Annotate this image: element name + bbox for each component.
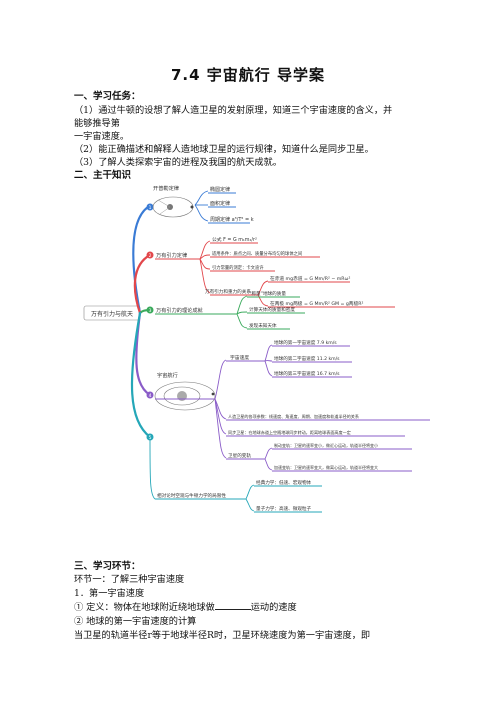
theory-item-1: “称量”地球的质量 — [249, 290, 286, 297]
section-heading-steps: 三、学习环节： — [74, 561, 141, 572]
sync-satellite: 同步卫星：在地球赤道上空随地球同步转动，距离地球表面高度一定 — [228, 429, 351, 435]
space-number-badge — [146, 391, 154, 399]
branch-line-kepler — [132, 205, 150, 315]
orbit-change-up: 加速变轨：卫星的速率变大，做离心运动，轨道半径将变大 — [274, 464, 378, 470]
orbit-parameters: 人造卫星的各项参数：线速度、角速度、周期、加速度和轨道半径的关系 — [228, 413, 359, 419]
mindmap-root-label: 万有引力与航天 — [91, 310, 133, 318]
definition-text-before: ① 定义：物体在地球附近绕地球做 — [74, 602, 215, 613]
gravitation-relation: 万有引力和重力的关系 — [205, 288, 251, 295]
task-line-1: （1）通过牛顿的设想了解人造卫星的发射原理，知道三个宇宙速度的含义，并 — [74, 105, 393, 116]
relativity-label: 相对论时空观与牛顿力学的局限性 — [157, 492, 226, 499]
svg-text:4: 4 — [149, 393, 152, 399]
third-cosmic-speed: 地球的第三宇宙速度 16.7 km/s — [274, 370, 340, 377]
speed-label: 宇宙速度 — [230, 354, 249, 361]
gravitation-scope: 适用条件：质点之间、质量分布均匀的球体之间 — [212, 250, 302, 257]
kepler-law-3: 周期定律 a³/T² = k — [210, 216, 254, 223]
section-heading-tasks: 一、学习任务： — [74, 91, 141, 102]
last-line: 当卫星的轨道半径r等于地球半径R时，卫星环绕速度为第一宇宙速度，即 — [74, 630, 371, 641]
svg-text:2: 2 — [149, 253, 152, 259]
page-title: 7.4 宇宙航行 导学案 — [170, 66, 326, 84]
gravitation-number-badge — [146, 251, 154, 259]
kepler-orbit-figure — [152, 196, 194, 218]
task-line-5: （3）了解人类探索宇宙的进程及我国的航天成就。 — [74, 157, 282, 168]
space-label: 宇宙航行 — [157, 371, 178, 379]
branch-line-gravitation — [133, 253, 152, 315]
kepler-label: 开普勒定律 — [153, 184, 179, 192]
section-heading-knowledge: 二、主干知识 — [74, 170, 132, 181]
kepler-number-badge — [146, 203, 154, 211]
theory-item-2: 计算天体的质量和密度 — [249, 306, 295, 313]
theory-number-badge — [146, 306, 154, 314]
svg-text:1: 1 — [149, 205, 152, 211]
gravitation-poles: 在两极 mg两极 = G Mm/R² GM = g两极R² — [270, 300, 364, 307]
svg-text:5: 5 — [149, 435, 152, 441]
definition-line: ① 定义：物体在地球附近绕地球做 运动的速度 — [74, 599, 297, 613]
definition-text-after: 运动的速度 — [250, 602, 297, 613]
kepler-law-1: 椭圆定律 — [210, 186, 230, 193]
task-line-2: 能够推导第 — [74, 118, 120, 129]
theory-label: 万有引力的理论成就 — [156, 306, 204, 314]
classical-mechanics: 经典力学：低速、宏观物体 — [256, 479, 312, 486]
orbit-change-down: 制动变轨：卫星的速率变小，做近心运动，轨道半径将变小 — [274, 442, 378, 448]
satellite-orbit-figure — [154, 381, 216, 411]
branch-line-relativity — [130, 311, 152, 439]
orbit-change-label: 卫星的变轨 — [228, 452, 251, 459]
theory-item-3: 发现未知天体 — [249, 322, 277, 329]
gravitation-equator: 在赤道 mg赤道 = G Mm/R² − mRω² — [270, 275, 350, 282]
gravitation-constant: 引力常量的测定：卡文迪许 — [212, 264, 264, 271]
step-item-1: 1．第一宇宙速度 — [74, 588, 145, 599]
kepler-law-2: 面积定律 — [210, 200, 230, 207]
quantum-mechanics: 量子力学：高速、微观粒子 — [256, 505, 312, 512]
svg-text:3: 3 — [149, 308, 152, 314]
definition-blank[interactable] — [214, 601, 251, 610]
relativity-number-badge — [146, 433, 154, 441]
step-intro: 环节一：了解三种宇宙速度 — [74, 574, 185, 585]
calculation-line: ② 地球的第一宇宙速度的计算 — [74, 616, 197, 627]
second-cosmic-speed: 地球的第二宇宙速度 11.2 km/s — [274, 355, 340, 362]
first-cosmic-speed: 地球的第一宇宙速度 7.9 km/s — [274, 339, 337, 346]
task-line-4: （2）能正确描述和解释人造地球卫星的运行规律，知道什么是同步卫星。 — [74, 144, 374, 155]
gravitation-formula: 公式 F = G m₁m₂/r² — [212, 236, 257, 243]
gravitation-label: 万有引力定律 — [156, 251, 187, 259]
task-line-3: 一宇宙速度。 — [74, 131, 130, 142]
